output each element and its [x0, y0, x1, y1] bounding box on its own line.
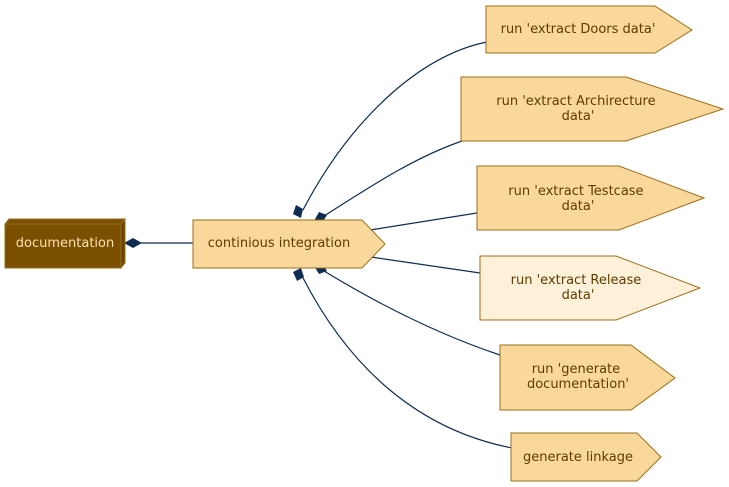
node-extract-release[interactable]: run 'extract Release data' — [479, 255, 702, 321]
node-extract-testcase-label: run 'extract Testcase data' — [508, 184, 647, 214]
edge-ci-testcase — [363, 212, 478, 232]
node-extract-testcase-shape — [476, 165, 706, 231]
node-generate-linkage-label: generate linkage — [523, 450, 633, 465]
node-ci-label: continious integration — [208, 236, 350, 251]
edge-ci-release — [363, 255, 481, 274]
node-generate-documentation[interactable]: run 'generate documentation' — [499, 344, 676, 411]
node-ci-shape — [192, 219, 386, 269]
node-generate-documentation-label: run 'generate documentation' — [527, 362, 629, 392]
edge-ci-generate-doc — [323, 270, 501, 356]
diamond-doors — [293, 205, 303, 218]
node-extract-release-label: run 'extract Release data' — [511, 273, 646, 303]
edge-ci-linkage — [301, 275, 513, 449]
node-documentation-label: documentation — [16, 236, 114, 251]
node-extract-doors[interactable]: run 'extract Doors data' — [485, 5, 693, 54]
node-documentation-side — [120, 217, 126, 270]
node-extract-architecture-shape — [460, 76, 725, 142]
node-documentation-top — [3, 218, 127, 225]
node-extract-doors-label: run 'extract Doors data' — [501, 22, 656, 37]
node-documentation[interactable]: documentation — [3, 217, 127, 270]
node-extract-doors-shape — [485, 5, 693, 54]
node-documentation-front — [4, 223, 122, 269]
node-generate-linkage[interactable]: generate linkage — [510, 432, 662, 482]
diamond-documentation — [124, 238, 142, 248]
node-generate-documentation-shape — [499, 344, 676, 411]
edges — [138, 41, 513, 449]
node-extract-architecture[interactable]: run 'extract Archirecture data' — [460, 76, 725, 142]
edge-ci-architecture — [323, 139, 466, 217]
node-extract-architecture-label: run 'extract Archirecture data' — [496, 94, 659, 124]
edge-ci-doors — [302, 41, 488, 211]
node-generate-linkage-shape — [510, 432, 662, 482]
node-extract-release-shape — [479, 255, 702, 321]
node-extract-testcase[interactable]: run 'extract Testcase data' — [476, 165, 706, 231]
node-continuous-integration[interactable]: continious integration — [192, 219, 386, 269]
diamond-linkage — [293, 268, 304, 281]
